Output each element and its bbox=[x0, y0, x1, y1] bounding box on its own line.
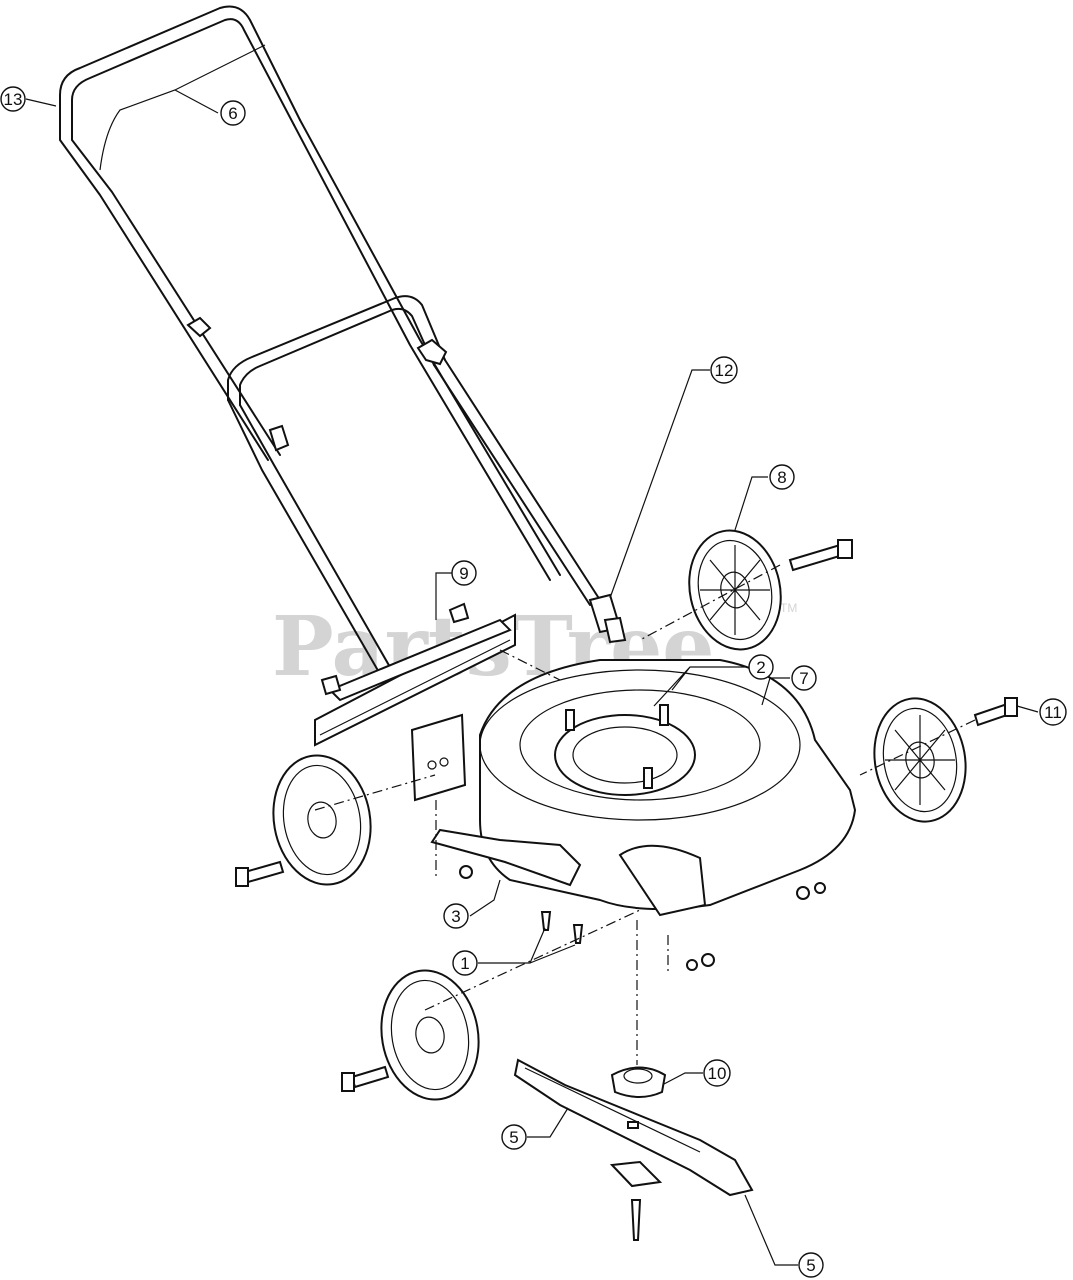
callout-7-label: 7 bbox=[799, 669, 808, 688]
watermark-trademark: TM bbox=[780, 601, 797, 615]
blade-adapter bbox=[610, 1066, 667, 1098]
callout-11-label: 11 bbox=[1044, 703, 1062, 722]
wheel-front-right bbox=[873, 697, 967, 823]
wheel-rear-left bbox=[272, 754, 372, 886]
callout-12-label: 12 bbox=[715, 361, 734, 380]
upper-handle bbox=[59, 5, 561, 581]
callout-7: 7 bbox=[791, 665, 817, 691]
blade-plate bbox=[609, 1160, 663, 1188]
callout-5-lower: 5 bbox=[798, 1252, 824, 1278]
callout-2-label: 2 bbox=[756, 658, 765, 677]
callout-6-label: 6 bbox=[228, 104, 237, 123]
wheel-rear-right bbox=[688, 529, 782, 651]
callout-10: 10 bbox=[703, 1059, 731, 1087]
callout-3-label: 3 bbox=[451, 907, 460, 926]
callout-10-label: 10 bbox=[708, 1064, 727, 1083]
callout-3: 3 bbox=[443, 903, 469, 929]
assembly-lines bbox=[314, 564, 976, 1065]
callout-13: 13 bbox=[0, 86, 26, 112]
mower-deck bbox=[430, 659, 857, 917]
callout-5-upper-label: 5 bbox=[509, 1128, 518, 1147]
callout-13-label: 13 bbox=[4, 90, 23, 109]
mower-blade bbox=[513, 1058, 754, 1197]
hardware-nuts-bolts bbox=[459, 865, 826, 1241]
axle-bolt-rear-right bbox=[788, 539, 853, 572]
callout-1-label: 1 bbox=[460, 954, 469, 973]
callout-9-label: 9 bbox=[459, 564, 468, 583]
callout-5-upper: 5 bbox=[501, 1124, 527, 1150]
callout-8: 8 bbox=[769, 464, 795, 490]
callout-11: 11 bbox=[1039, 698, 1067, 726]
axle-bolt-front-left bbox=[341, 1065, 390, 1092]
axle-bolt-rear-left bbox=[235, 860, 285, 887]
callout-2: 2 bbox=[748, 654, 774, 680]
lower-handle bbox=[186, 295, 601, 701]
callout-5-lower-label: 5 bbox=[806, 1256, 815, 1275]
callout-6: 6 bbox=[220, 100, 246, 126]
callout-8-label: 8 bbox=[777, 468, 786, 487]
callout-1: 1 bbox=[452, 950, 478, 976]
axle-bolt-front-right bbox=[973, 697, 1018, 727]
height-adjust-bracket bbox=[588, 593, 627, 644]
callout-12: 12 bbox=[710, 356, 738, 384]
leader-lines bbox=[25, 89, 1039, 1266]
callout-9: 9 bbox=[451, 560, 477, 586]
rear-flap bbox=[314, 602, 516, 802]
wheel-front-left bbox=[380, 969, 480, 1101]
